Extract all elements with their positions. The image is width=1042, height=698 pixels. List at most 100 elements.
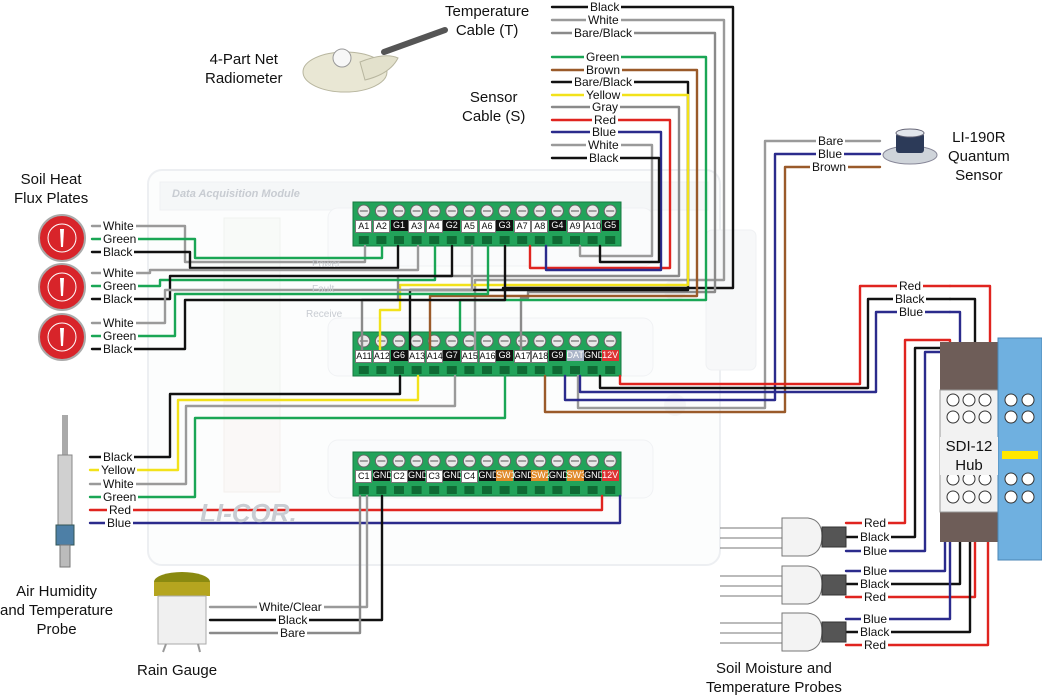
terminal-label: C2 <box>390 470 408 483</box>
wire-label: Brown <box>584 63 623 77</box>
terminal-wire-hole <box>429 236 440 244</box>
wire-q-blue <box>563 152 882 402</box>
wire-label: Red <box>862 590 889 604</box>
wire-label: Bare/Black <box>572 75 635 89</box>
wire-label: Green <box>101 279 139 293</box>
wire-shf1-black <box>90 244 400 270</box>
terminal-label: A12 <box>372 350 390 363</box>
wire-shf3-green <box>90 244 490 338</box>
wire-label: Red <box>897 279 924 293</box>
wire-shf1-white <box>90 224 367 264</box>
terminal-label: A7 <box>513 220 531 233</box>
terminal-wire-hole <box>394 236 404 244</box>
wire-t-bare <box>519 31 717 358</box>
wire-label: White <box>101 219 136 233</box>
wire-hubin-black <box>948 297 977 354</box>
hub-screw-hole <box>946 410 960 424</box>
terminal-wire-hole <box>517 236 528 244</box>
wire-label: Black <box>893 292 927 306</box>
terminal-label: A2 <box>372 220 390 233</box>
soil-heat-flux-plate <box>38 214 86 262</box>
terminal-wire-hole <box>446 486 457 494</box>
terminal-label: A5 <box>460 220 478 233</box>
terminal-wire-hole <box>464 366 475 374</box>
wire-t-black <box>501 5 735 292</box>
logger-lower-left-module <box>223 401 281 493</box>
terminal-wire-hole <box>358 366 369 374</box>
terminal-wire-hole <box>570 486 580 494</box>
terminal-wire-hole <box>499 486 510 494</box>
hub-rail-yellow <box>1002 451 1038 459</box>
hub-screw-hole <box>962 393 976 407</box>
hub-screw-hole <box>962 490 976 504</box>
terminal-label: A15 <box>460 350 478 363</box>
terminal-label: A10 <box>584 220 602 233</box>
terminal-label: GND <box>372 470 393 481</box>
wire-air-yellow <box>88 374 420 472</box>
wire-s-green <box>458 55 708 358</box>
wire-label: Green <box>101 329 139 343</box>
logger-ghost-label: Receive <box>306 309 343 320</box>
rain-gauge-illustration <box>154 572 210 653</box>
wire-label: White <box>586 138 621 152</box>
wire-label: Green <box>584 50 622 64</box>
terminal-wire-hole <box>411 366 422 374</box>
terminal-label: A14 <box>425 350 443 363</box>
terminal-wire-hole <box>358 236 369 244</box>
wire-air-black <box>88 374 402 459</box>
logger-ghost-label: Fault <box>312 284 335 295</box>
wire-s-blue <box>544 130 663 272</box>
soil-heat-flux-plate <box>38 263 86 311</box>
wire-label: Black <box>276 613 310 627</box>
terminal-label: 12V <box>601 470 619 481</box>
terminal-label: G7 <box>443 350 461 361</box>
terminal-label: A3 <box>408 220 426 233</box>
wire-shf3-white <box>90 244 474 325</box>
soil-probe-illustrations <box>720 517 847 652</box>
terminal-label: GND <box>584 470 605 481</box>
wire-hubin-blue <box>948 310 962 354</box>
wire-rain-black <box>208 494 384 622</box>
terminal-label: C1 <box>355 470 373 483</box>
wire-shf1-green <box>90 237 384 260</box>
wire-hubin-red <box>948 284 992 354</box>
wire-p2-red <box>844 540 977 599</box>
wire-label: Blue <box>590 125 619 139</box>
terminal-label: A9 <box>566 220 584 233</box>
terminal-label: A18 <box>531 350 549 363</box>
terminal-label: G3 <box>496 220 514 231</box>
terminal-wire-hole <box>411 486 422 494</box>
wire-air-green <box>88 374 507 499</box>
wire-label: Gray <box>590 100 621 114</box>
terminal-label: A13 <box>408 350 426 363</box>
terminal-wire-hole <box>464 236 475 244</box>
terminal-wire-hole <box>605 486 616 494</box>
terminal-label: DAT <box>566 350 584 361</box>
logger-brand: LI-COR. <box>200 498 297 528</box>
terminal-wire-hole <box>605 366 616 374</box>
terminal-wire-hole <box>482 486 492 494</box>
wire-label: Blue <box>105 516 134 530</box>
soil-heat-flux-name: Soil Heat Flux Plates <box>14 171 89 207</box>
wire-label: Green <box>101 490 139 504</box>
terminal-label: SW3 <box>566 470 587 481</box>
terminal-label: A17 <box>513 350 531 363</box>
terminal-wire-hole <box>411 236 422 244</box>
wire-s-red <box>528 118 672 270</box>
wire-label: Red <box>862 638 889 652</box>
soil-heat-flux-plate <box>38 313 86 361</box>
hub-screw-hole <box>1004 472 1018 486</box>
wire-label: Bare <box>816 134 846 148</box>
soil-probe <box>720 612 847 652</box>
wire-air-red <box>88 494 604 512</box>
rain-gauge-name: Rain Gauge <box>137 662 218 679</box>
terminal-wire-hole <box>499 366 510 374</box>
wire-label: Blue <box>861 564 890 578</box>
terminal-label: G5 <box>601 220 619 231</box>
hub-screw-hole <box>1021 490 1035 504</box>
soil-probes-name: Soil Moisture and Temperature Probes <box>706 660 842 696</box>
terminal-wire-hole <box>376 366 387 374</box>
terminal-wire-hole <box>587 366 598 374</box>
terminal-label: 12V <box>601 350 619 361</box>
wire-label: White/Clear <box>257 600 324 614</box>
